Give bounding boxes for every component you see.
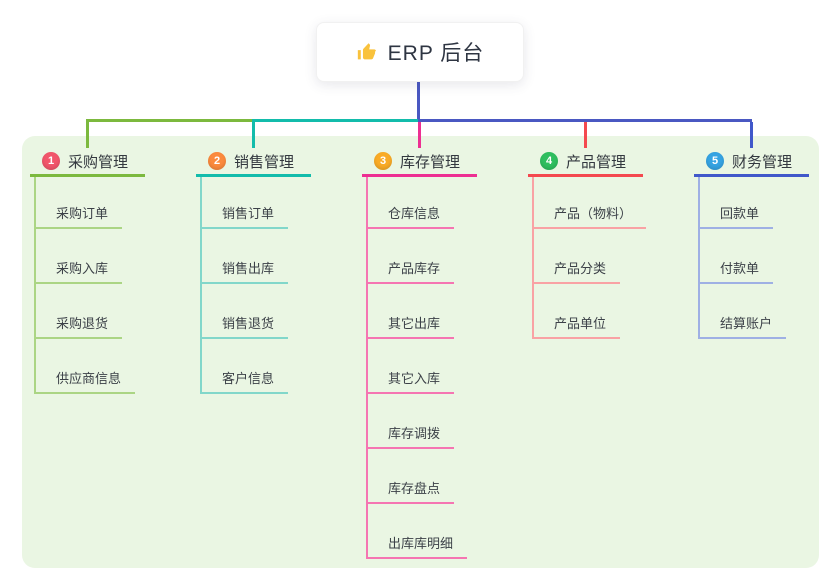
child-node[interactable]: 销售退货 bbox=[200, 311, 289, 339]
child-node[interactable]: 其它出库 bbox=[366, 311, 455, 339]
bus-segment-green bbox=[86, 119, 253, 122]
branches-panel bbox=[22, 136, 819, 568]
branch-label: 产品管理 bbox=[566, 153, 627, 171]
bus-segment-teal bbox=[252, 119, 419, 122]
branch-label: 库存管理 bbox=[400, 153, 461, 171]
branch-drop-line bbox=[584, 122, 587, 148]
branch-header[interactable]: 4 产品管理 bbox=[528, 148, 643, 177]
child-node-label: 库存调拨 bbox=[388, 426, 441, 441]
child-node[interactable]: 回款单 bbox=[698, 201, 774, 229]
child-node-label: 采购订单 bbox=[56, 206, 109, 221]
root-title: ERP 后台 bbox=[387, 42, 485, 65]
child-node[interactable]: 库存调拨 bbox=[366, 421, 455, 449]
child-node[interactable]: 结算账户 bbox=[698, 311, 787, 339]
branch-child-connector bbox=[532, 177, 534, 339]
branch-number-badge: 1 bbox=[42, 152, 60, 170]
child-node[interactable]: 仓库信息 bbox=[366, 201, 455, 229]
branch-child-connector bbox=[698, 177, 700, 339]
bus-segment-blue bbox=[418, 119, 752, 122]
child-node-label: 采购入库 bbox=[56, 261, 109, 276]
child-node-label: 产品单位 bbox=[554, 316, 607, 331]
branch-label: 销售管理 bbox=[234, 153, 295, 171]
child-node[interactable]: 付款单 bbox=[698, 256, 774, 284]
child-node[interactable]: 产品库存 bbox=[366, 256, 455, 284]
branch-产品管理: 4 产品管理产品（物料） 产品分类产品单位 bbox=[528, 148, 694, 339]
branch-number-badge: 4 bbox=[540, 152, 558, 170]
branch-drop-line bbox=[418, 122, 421, 148]
branch-label: 采购管理 bbox=[68, 153, 129, 171]
branch-child-connector bbox=[34, 177, 36, 394]
child-node[interactable]: 供应商信息 bbox=[34, 366, 136, 394]
child-node-label: 其它出库 bbox=[388, 316, 441, 331]
child-node-label: 销售订单 bbox=[222, 206, 275, 221]
root-node-erp[interactable]: ERP 后台 bbox=[316, 22, 524, 82]
branch-drop-line bbox=[252, 122, 255, 148]
branch-header[interactable]: 3 库存管理 bbox=[362, 148, 477, 177]
branch-header[interactable]: 1 采购管理 bbox=[30, 148, 145, 177]
branch-header[interactable]: 2 销售管理 bbox=[196, 148, 311, 177]
branch-drop-line bbox=[86, 122, 89, 148]
child-node-label: 销售退货 bbox=[222, 316, 275, 331]
child-node-label: 产品分类 bbox=[554, 261, 607, 276]
branch-child-connector bbox=[366, 177, 368, 559]
branch-库存管理: 3 库存管理仓库信息产品库存其它出库其它入库库存调拨库存盘点出库库明细 bbox=[362, 148, 528, 559]
branch-number-badge: 2 bbox=[208, 152, 226, 170]
child-node[interactable]: 销售出库 bbox=[200, 256, 289, 284]
branch-number-badge: 3 bbox=[374, 152, 392, 170]
child-node[interactable]: 采购入库 bbox=[34, 256, 123, 284]
child-node[interactable]: 采购退货 bbox=[34, 311, 123, 339]
child-node[interactable]: 采购订单 bbox=[34, 201, 123, 229]
child-node-label: 付款单 bbox=[720, 261, 760, 276]
branch-drop-line bbox=[750, 122, 753, 148]
child-node[interactable]: 产品分类 bbox=[532, 256, 621, 284]
child-node-label: 客户信息 bbox=[222, 371, 275, 386]
child-node-label: 仓库信息 bbox=[388, 206, 441, 221]
branch-销售管理: 2 销售管理销售订单销售出库销售退货客户信息 bbox=[196, 148, 362, 394]
branch-采购管理: 1 采购管理采购订单采购入库采购退货供应商信息 bbox=[30, 148, 196, 394]
child-node-label: 回款单 bbox=[720, 206, 760, 221]
child-node-label: 结算账户 bbox=[720, 316, 773, 331]
child-node-label: 库存盘点 bbox=[388, 481, 441, 496]
branch-child-connector bbox=[200, 177, 202, 394]
child-node[interactable]: 客户信息 bbox=[200, 366, 289, 394]
child-node-label: 出库库明细 bbox=[388, 536, 454, 551]
thumbs-up-icon bbox=[356, 41, 378, 63]
child-node-label: 产品（物料） bbox=[554, 206, 633, 221]
branch-number-badge: 5 bbox=[706, 152, 724, 170]
child-node-label: 销售出库 bbox=[222, 261, 275, 276]
branch-财务管理: 5 财务管理回款单付款单结算账户 bbox=[694, 148, 839, 339]
child-node-label: 产品库存 bbox=[388, 261, 441, 276]
child-node[interactable]: 产品单位 bbox=[532, 311, 621, 339]
child-node[interactable]: 产品（物料） bbox=[532, 201, 647, 229]
child-node[interactable]: 库存盘点 bbox=[366, 476, 455, 504]
branch-header[interactable]: 5 财务管理 bbox=[694, 148, 809, 177]
child-node-label: 供应商信息 bbox=[56, 371, 122, 386]
child-node[interactable]: 其它入库 bbox=[366, 366, 455, 394]
branch-label: 财务管理 bbox=[732, 153, 793, 171]
child-node[interactable]: 销售订单 bbox=[200, 201, 289, 229]
root-connector-line bbox=[417, 80, 420, 122]
child-node-label: 其它入库 bbox=[388, 371, 441, 386]
child-node-label: 采购退货 bbox=[56, 316, 109, 331]
child-node[interactable]: 出库库明细 bbox=[366, 531, 468, 559]
